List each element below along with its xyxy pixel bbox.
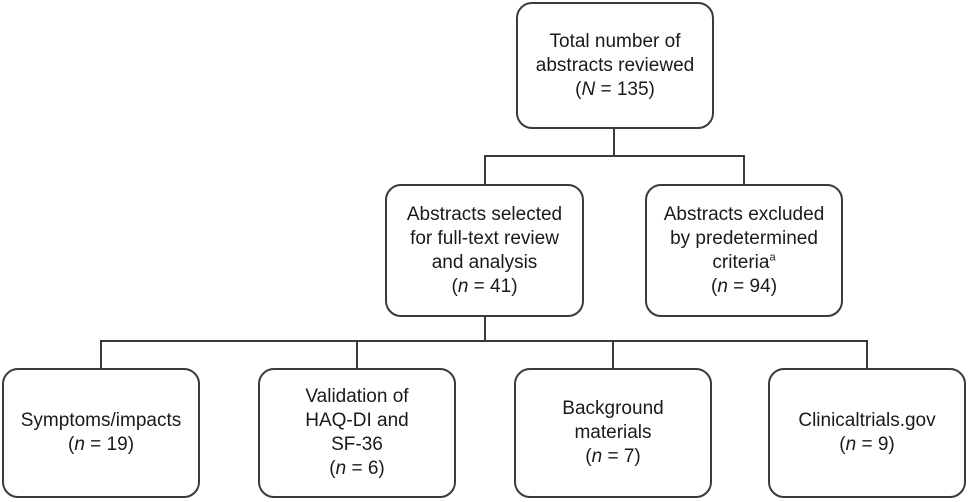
total-count: (N = 135) xyxy=(575,78,655,100)
background-count-symbol: n xyxy=(591,446,603,467)
connector-to-clinical xyxy=(866,340,868,369)
validation-line-3: SF-36 xyxy=(331,434,383,455)
validation-count: (n = 6) xyxy=(329,458,385,479)
selected-count: (n = 41) xyxy=(451,275,518,297)
connector-to-selected xyxy=(484,155,486,185)
connector-top-bar xyxy=(484,155,745,157)
background-line-1: Background xyxy=(562,398,664,419)
background-count: (n = 7) xyxy=(585,446,641,467)
excluded-count-symbol: n xyxy=(717,275,728,297)
selected-line-2: for full-text review xyxy=(410,227,559,249)
selected-line-1: Abstracts selected xyxy=(406,203,563,225)
connector-bottom-bar xyxy=(100,340,868,342)
total-line-1: Total number of xyxy=(549,30,681,52)
connector-top-stem xyxy=(613,128,615,156)
excluded-count-value: = 94 xyxy=(727,275,771,297)
validation-count-value: = 6 xyxy=(346,458,379,479)
selected-line-3: and analysis xyxy=(431,251,538,273)
excluded-line-2: by predetermined xyxy=(670,227,818,249)
connector-to-background xyxy=(612,340,614,369)
excluded-criteria-word: criteria xyxy=(712,251,770,273)
symptoms-count-value: = 19 xyxy=(84,434,128,455)
excluded-line-3: criteriaa xyxy=(712,251,775,275)
total-abstracts-box: Total number of abstracts reviewed (N = … xyxy=(516,2,714,129)
background-materials-box: Background materials (n = 7) xyxy=(514,368,712,498)
validation-line-2: HAQ-DI and xyxy=(305,410,409,431)
total-line-2: abstracts reviewed xyxy=(535,54,695,76)
connector-to-symptoms xyxy=(100,340,102,369)
clinical-count: (n = 9) xyxy=(839,434,895,455)
background-line-2: materials xyxy=(574,422,652,443)
clinical-count-value: = 9 xyxy=(856,434,889,455)
symptoms-impacts-box: Symptoms/impacts (n = 19) xyxy=(2,368,200,498)
selected-count-value: = 41 xyxy=(468,275,512,297)
connector-to-excluded xyxy=(743,155,745,185)
clinical-count-symbol: n xyxy=(845,434,857,455)
excluded-footnote-marker: a xyxy=(769,251,776,264)
clinicaltrials-box: Clinicaltrials.gov (n = 9) xyxy=(768,368,966,498)
connector-mid-stem xyxy=(484,316,486,341)
validation-box: Validation of HAQ-DI and SF-36 (n = 6) xyxy=(258,368,456,498)
total-count-value: = 135 xyxy=(595,78,649,100)
selected-abstracts-box: Abstracts selected for full-text review … xyxy=(385,184,584,317)
excluded-line-1: Abstracts excluded xyxy=(663,203,825,225)
background-count-value: = 7 xyxy=(602,446,635,467)
validation-count-symbol: n xyxy=(335,458,347,479)
symptoms-count-symbol: n xyxy=(74,434,85,455)
clinical-line-1: Clinicaltrials.gov xyxy=(798,410,936,431)
excluded-count: (n = 94) xyxy=(710,275,778,297)
validation-line-1: Validation of xyxy=(305,386,409,407)
selected-count-symbol: n xyxy=(457,275,469,297)
symptoms-line-1: Symptoms/impacts xyxy=(20,410,182,431)
excluded-abstracts-box: Abstracts excluded by predetermined crit… xyxy=(645,184,843,317)
connector-to-validation xyxy=(356,340,358,369)
symptoms-count: (n = 19) xyxy=(67,434,135,455)
total-count-symbol: N xyxy=(581,78,596,100)
